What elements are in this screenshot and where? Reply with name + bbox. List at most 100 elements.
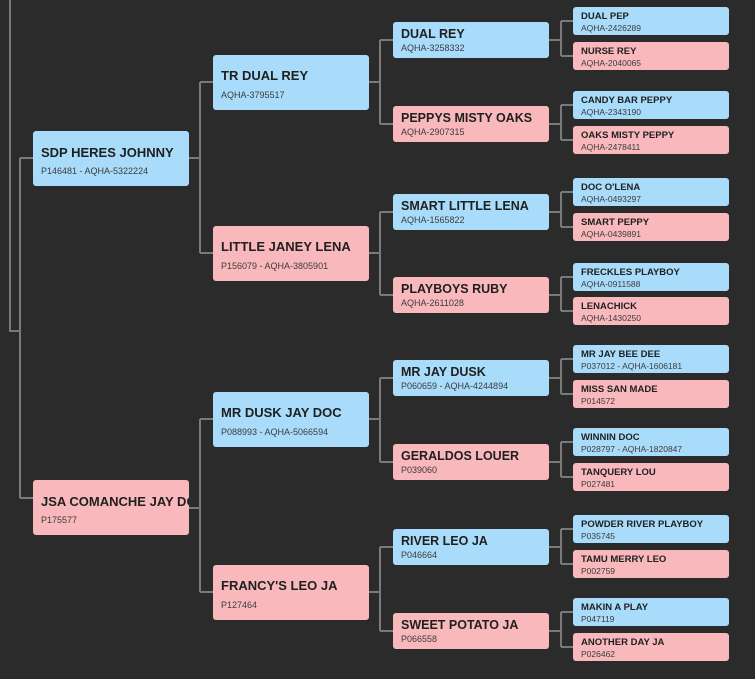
horse-card-sire-sire[interactable]: TR DUAL REY AQHA-3795517 <box>213 55 369 110</box>
horse-name: TR DUAL REY <box>221 68 309 83</box>
horse-name: MR DUSK JAY DOC <box>221 405 342 420</box>
horse-name: WINNIN DOC <box>581 432 640 443</box>
horse-card-gen4[interactable]: DOC O'LENA AQHA-0493297 <box>573 178 729 206</box>
horse-registration: AQHA-2343190 <box>581 107 642 117</box>
horse-name: DOC O'LENA <box>581 182 641 193</box>
horse-card-dam[interactable]: JSA COMANCHE JAY DOC P175577 <box>33 480 189 535</box>
horse-card-dam-dam[interactable]: FRANCY'S LEO JA P127464 <box>213 565 369 620</box>
horse-card-gen4[interactable]: FRECKLES PLAYBOY AQHA-0911588 <box>573 263 729 291</box>
horse-registration: AQHA-1430250 <box>581 313 642 323</box>
connector <box>189 81 213 254</box>
connector <box>9 0 20 332</box>
connector <box>19 157 33 499</box>
horse-registration: P156079 - AQHA-3805901 <box>221 261 329 271</box>
horse-registration: P037012 - AQHA-1606181 <box>581 361 683 371</box>
horse-card-gen4[interactable]: WINNIN DOC P028797 - AQHA-1820847 <box>573 428 729 456</box>
connector <box>549 20 573 57</box>
horse-registration: AQHA-2426289 <box>581 23 642 33</box>
horse-name: GERALDOS LOUER <box>401 449 520 463</box>
horse-name: FRECKLES PLAYBOY <box>581 267 680 278</box>
connector <box>549 104 573 141</box>
connector <box>369 39 393 125</box>
horse-registration: P088993 - AQHA-5066594 <box>221 427 329 437</box>
connector <box>549 358 573 395</box>
horse-registration: P146481 - AQHA-5322224 <box>41 166 149 176</box>
horse-card-ggen3[interactable]: GERALDOS LOUER P039060 <box>393 444 549 480</box>
horse-card-gen4[interactable]: NURSE REY AQHA-2040065 <box>573 42 729 70</box>
horse-card-dam-sire[interactable]: MR DUSK JAY DOC P088993 - AQHA-5066594 <box>213 392 369 447</box>
horse-name: DUAL PEP <box>581 11 629 22</box>
horse-registration: P028797 - AQHA-1820847 <box>581 444 683 454</box>
horse-registration: P002759 <box>581 566 616 576</box>
horse-card-ggen3[interactable]: PEPPYS MISTY OAKS AQHA-2907315 <box>393 106 549 142</box>
horse-card-ggen3[interactable]: PLAYBOYS RUBY AQHA-2611028 <box>393 277 549 313</box>
horse-registration: AQHA-3258332 <box>401 43 465 53</box>
horse-name: TANQUERY LOU <box>581 467 656 478</box>
horse-name: FRANCY'S LEO JA <box>221 578 338 593</box>
horse-card-sire-dam[interactable]: LITTLE JANEY LENA P156079 - AQHA-3805901 <box>213 226 369 281</box>
horse-card-gen4[interactable]: TANQUERY LOU P027481 <box>573 463 729 491</box>
horse-name: TAMU MERRY LEO <box>581 554 667 565</box>
horse-name: SMART LITTLE LENA <box>401 199 529 213</box>
horse-name: ANOTHER DAY JA <box>581 637 665 648</box>
horse-registration: AQHA-2478411 <box>581 142 641 152</box>
horse-registration: P039060 <box>401 465 438 475</box>
connector <box>549 191 573 228</box>
connector <box>549 528 573 565</box>
horse-card-gen4[interactable]: MR JAY BEE DEE P037012 - AQHA-1606181 <box>573 345 729 373</box>
horse-card-gen4[interactable]: CANDY BAR PEPPY AQHA-2343190 <box>573 91 729 119</box>
horse-registration: P047119 <box>581 614 615 624</box>
horse-registration: AQHA-2907315 <box>401 127 465 137</box>
horse-card-gen4[interactable]: TAMU MERRY LEO P002759 <box>573 550 729 578</box>
horse-registration: AQHA-0493297 <box>581 194 642 204</box>
horse-card-gen4[interactable]: DUAL PEP AQHA-2426289 <box>573 7 729 35</box>
horse-name: MR JAY DUSK <box>401 365 486 379</box>
connector <box>549 611 573 648</box>
horse-name: MAKIN A PLAY <box>581 602 649 613</box>
horse-name: CANDY BAR PEPPY <box>581 95 673 106</box>
horse-registration: AQHA-1565822 <box>401 215 465 225</box>
horse-name: POWDER RIVER PLAYBOY <box>581 519 704 530</box>
horse-card-ggen3[interactable]: SMART LITTLE LENA AQHA-1565822 <box>393 194 549 230</box>
horse-registration: P035745 <box>581 531 616 541</box>
horse-name: PEPPYS MISTY OAKS <box>401 111 533 125</box>
horse-name: SDP HERES JOHNNY <box>41 145 174 160</box>
connector <box>549 441 573 478</box>
connector <box>369 377 393 463</box>
horse-name: JSA COMANCHE JAY DOC <box>41 494 189 509</box>
connector <box>189 418 213 593</box>
connector <box>369 211 393 296</box>
horse-name: LITTLE JANEY LENA <box>221 239 351 254</box>
horse-card-gen4[interactable]: OAKS MISTY PEPPY AQHA-2478411 <box>573 126 729 154</box>
horse-name: DUAL REY <box>401 27 465 41</box>
horse-name: RIVER LEO JA <box>401 534 488 548</box>
horse-card-gen4[interactable]: MISS SAN MADE P014572 <box>573 380 729 408</box>
horse-card-gen4[interactable]: MAKIN A PLAY P047119 <box>573 598 729 626</box>
horse-registration: P046664 <box>401 550 438 560</box>
horse-card-ggen3[interactable]: DUAL REY AQHA-3258332 <box>393 22 549 58</box>
horse-name: LENACHICK <box>581 301 637 312</box>
horse-registration: P060659 - AQHA-4244894 <box>401 381 509 391</box>
horse-registration: AQHA-2611028 <box>401 298 464 308</box>
connector <box>369 546 393 632</box>
connector <box>549 276 573 312</box>
horse-card-gen4[interactable]: SMART PEPPY AQHA-0439891 <box>573 213 729 241</box>
horse-registration: AQHA-0439891 <box>581 229 642 239</box>
horse-card-ggen3[interactable]: RIVER LEO JA P046664 <box>393 529 549 565</box>
horse-name: SMART PEPPY <box>581 217 650 228</box>
horse-name: NURSE REY <box>581 46 637 57</box>
horse-registration: P014572 <box>581 396 616 406</box>
horse-registration: AQHA-0911588 <box>581 279 641 289</box>
horse-name: PLAYBOYS RUBY <box>401 282 508 296</box>
horse-card-sire[interactable]: SDP HERES JOHNNY P146481 - AQHA-5322224 <box>33 131 189 186</box>
horse-card-ggen3[interactable]: MR JAY DUSK P060659 - AQHA-4244894 <box>393 360 549 396</box>
horse-name: MR JAY BEE DEE <box>581 349 661 360</box>
horse-registration: P127464 <box>221 600 258 610</box>
horse-name: OAKS MISTY PEPPY <box>581 130 675 141</box>
horse-registration: P175577 <box>41 515 78 525</box>
horse-card-gen4[interactable]: LENACHICK AQHA-1430250 <box>573 297 729 325</box>
horse-card-gen4[interactable]: ANOTHER DAY JA P026462 <box>573 633 729 661</box>
horse-card-ggen3[interactable]: SWEET POTATO JA P066558 <box>393 613 549 649</box>
horse-card-gen4[interactable]: POWDER RIVER PLAYBOY P035745 <box>573 515 729 543</box>
